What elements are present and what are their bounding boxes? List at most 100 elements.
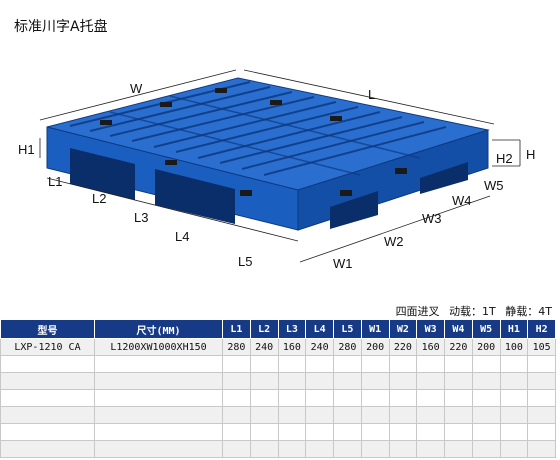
table-cell — [249, 355, 279, 373]
column-header: W1 — [360, 319, 390, 339]
table-cell — [277, 355, 307, 373]
table-cell — [471, 406, 501, 424]
table-cell — [499, 389, 529, 407]
table-cell — [360, 423, 390, 441]
table-cell — [0, 423, 95, 441]
dim-w2: W2 — [384, 234, 404, 249]
table-cell — [305, 372, 334, 390]
table-cell — [444, 372, 473, 390]
column-header: W5 — [471, 319, 501, 339]
table-cell — [277, 389, 307, 407]
table-cell — [249, 423, 279, 441]
table-cell: 105 — [527, 338, 556, 356]
table-cell: 280 — [222, 338, 251, 356]
table-cell — [94, 372, 223, 390]
table-cell: 240 — [249, 338, 279, 356]
dimension-lines — [39, 69, 521, 263]
static-load: 静载：4T — [505, 305, 552, 318]
table-row — [0, 423, 556, 441]
table-cell — [527, 389, 556, 407]
column-header: W4 — [444, 319, 473, 339]
table-cell — [444, 423, 473, 441]
table-row — [0, 355, 556, 373]
table-cell — [305, 440, 334, 458]
column-header: L3 — [277, 319, 307, 339]
table-cell — [471, 389, 501, 407]
table-cell — [333, 440, 362, 458]
column-header: H2 — [527, 319, 556, 339]
table-cell: L1200XW1000XH150 — [94, 338, 223, 356]
table-cell — [0, 355, 95, 373]
table-cell — [471, 372, 501, 390]
table-cell — [444, 355, 473, 373]
fork-openings — [70, 148, 468, 229]
table-cell — [0, 440, 95, 458]
table-cell — [277, 440, 307, 458]
table-cell — [499, 406, 529, 424]
table-cell — [0, 372, 95, 390]
table-cell — [222, 423, 251, 441]
table-cell — [444, 389, 473, 407]
entry-type: 四面进叉 — [395, 305, 440, 318]
table-cell — [249, 440, 279, 458]
pallet-illustration: W L H1 H2 H L1 L2 L3 L4 L5 W1 W2 W3 W4 W… — [18, 69, 535, 271]
table-cell — [94, 406, 223, 424]
table-cell — [360, 372, 390, 390]
dim-w1: W1 — [333, 256, 353, 271]
table-cell: 160 — [277, 338, 307, 356]
table-cell — [305, 389, 334, 407]
dim-w: W — [130, 81, 143, 96]
table-cell — [277, 423, 307, 441]
table-cell: 240 — [305, 338, 334, 356]
table-cell — [94, 389, 223, 407]
table-cell: 200 — [360, 338, 390, 356]
table-cell — [388, 440, 418, 458]
page-title: 标准川字A托盘 — [14, 19, 108, 35]
table-cell: 100 — [499, 338, 529, 356]
table-cell — [94, 423, 223, 441]
dim-h: H — [526, 147, 535, 162]
column-header: L4 — [305, 319, 334, 339]
table-cell — [0, 389, 95, 407]
table-row — [0, 389, 556, 407]
table-cell: 280 — [333, 338, 362, 356]
table-cell — [249, 372, 279, 390]
table-cell — [333, 406, 362, 424]
pallet-diagram: W L H1 H2 H L1 L2 L3 L4 L5 W1 W2 W3 W4 W… — [0, 40, 560, 302]
pallet-slots — [69, 81, 447, 176]
table-cell: 220 — [388, 338, 418, 356]
table-cell — [527, 372, 556, 390]
dim-w4: W4 — [452, 193, 472, 208]
table-cell — [360, 355, 390, 373]
table-cell — [249, 406, 279, 424]
table-cell — [471, 423, 501, 441]
table-cell — [249, 389, 279, 407]
table-cell — [499, 372, 529, 390]
table-cell — [222, 355, 251, 373]
table-cell — [527, 355, 556, 373]
table-cell: 200 — [471, 338, 501, 356]
column-header: L5 — [333, 319, 362, 339]
table-cell — [499, 423, 529, 441]
table-cell — [444, 440, 473, 458]
table-row — [0, 372, 556, 390]
column-header: W3 — [416, 319, 445, 339]
table-cell — [222, 406, 251, 424]
table-row — [0, 406, 556, 424]
dim-w5: W5 — [484, 178, 504, 193]
column-header: L2 — [249, 319, 279, 339]
pallet-cross-ribs — [109, 95, 421, 176]
table-cell — [333, 423, 362, 441]
column-header: 尺寸(MM) — [94, 319, 223, 339]
table-cell — [305, 355, 334, 373]
table-cell — [499, 440, 529, 458]
dim-l3: L3 — [134, 210, 148, 225]
table-cell — [360, 440, 390, 458]
dynamic-load: 动载：1T — [449, 305, 496, 318]
table-cell — [471, 440, 501, 458]
table-cell — [388, 406, 418, 424]
column-header: H1 — [499, 319, 529, 339]
